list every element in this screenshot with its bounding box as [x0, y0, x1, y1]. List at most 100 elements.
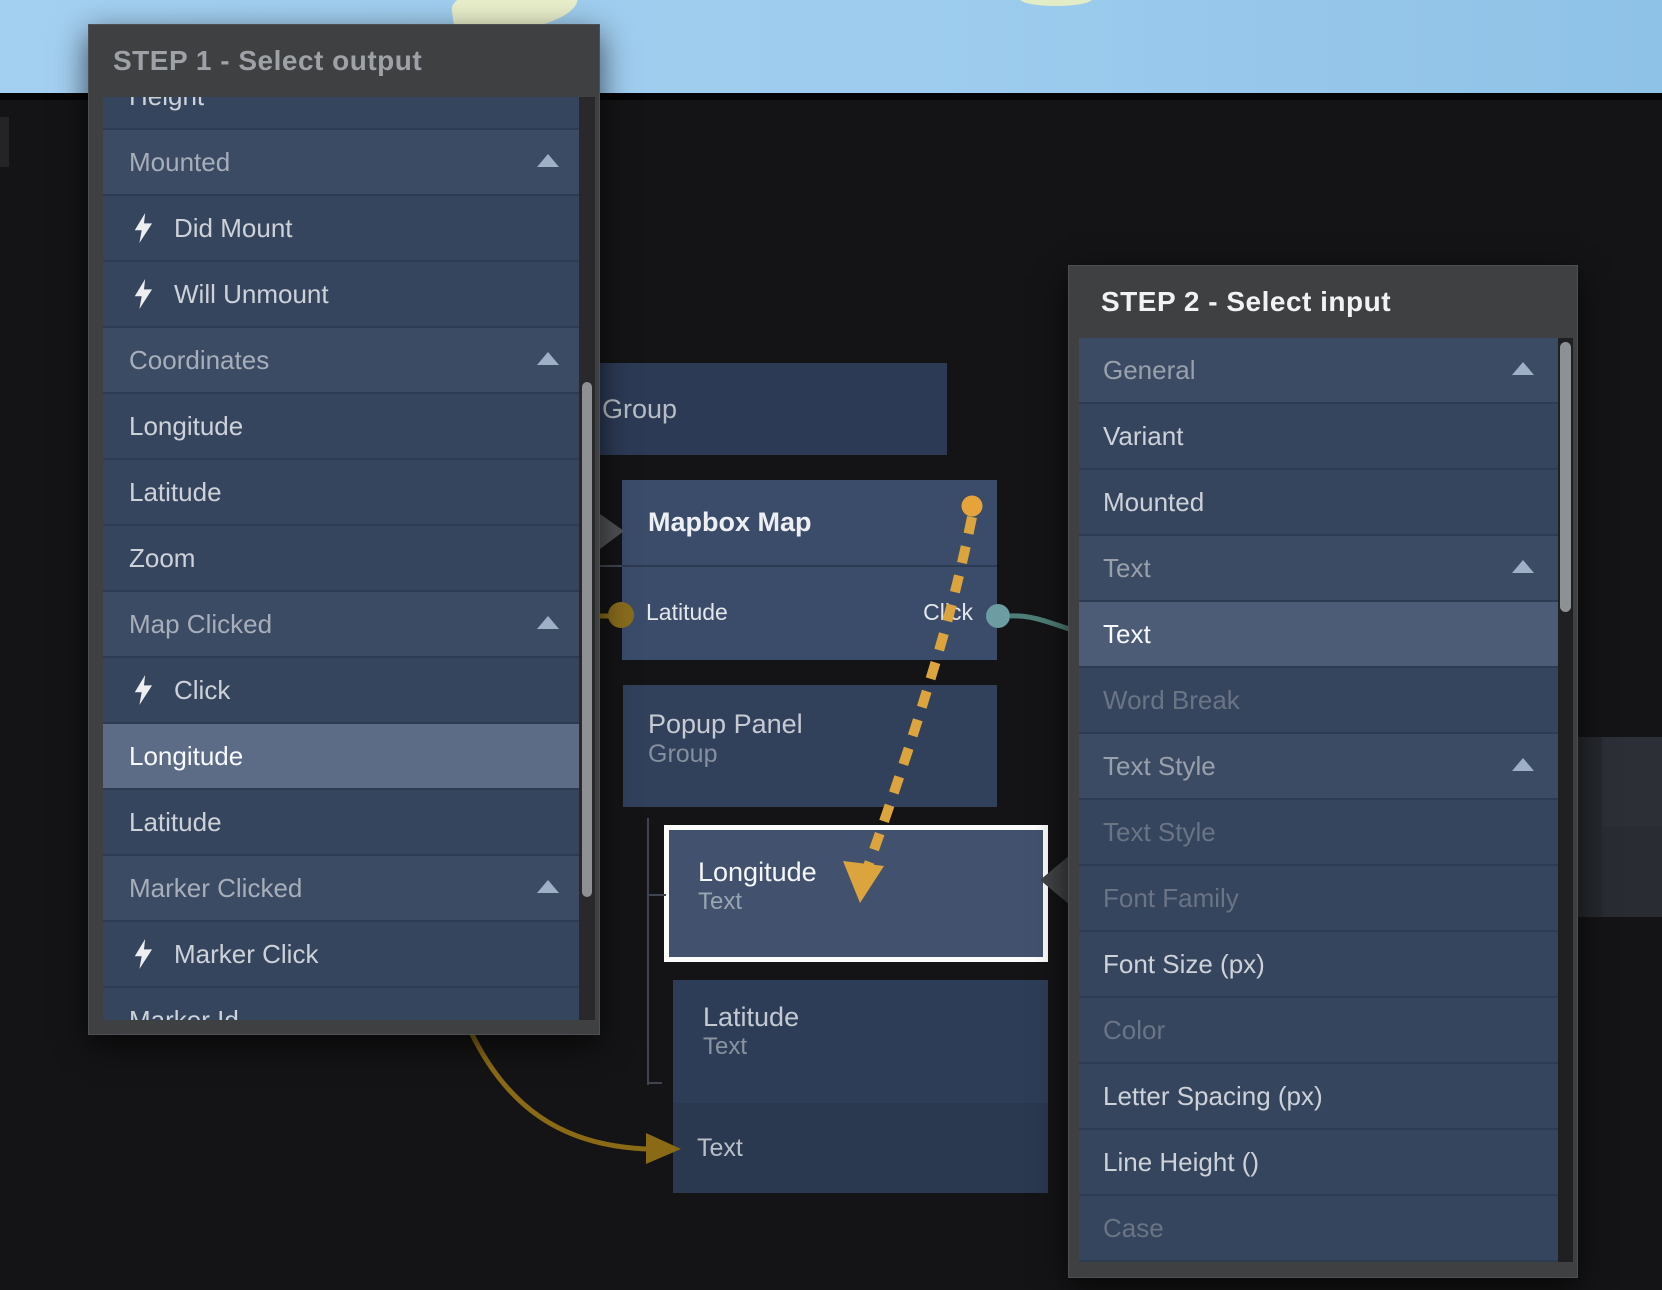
node-mapbox-header: Mapbox Map: [622, 480, 997, 567]
step1-scrollbar-track: [579, 97, 595, 1020]
step2-option-label: Text Style: [1103, 817, 1216, 847]
step1-option-longitude[interactable]: Longitude: [103, 724, 579, 790]
step1-option-will-unmount[interactable]: Will Unmount: [103, 262, 579, 328]
step1-option-label: Latitude: [129, 477, 222, 507]
step1-popup-header: STEP 1 - Select output: [89, 25, 599, 97]
node-longitude-selected[interactable]: Longitude Text: [664, 825, 1048, 962]
step2-option-case: Case: [1079, 1196, 1558, 1262]
step2-option-label: Font Family: [1103, 883, 1239, 913]
step1-option-did-mount[interactable]: Did Mount: [103, 196, 579, 262]
step2-option-label: Line Height (): [1103, 1147, 1260, 1177]
step2-option-label: Text: [1103, 553, 1151, 583]
step2-option-label: Case: [1103, 1213, 1164, 1243]
node-text[interactable]: Text: [673, 1103, 1048, 1193]
step1-option-label: Zoom: [129, 543, 196, 573]
step2-scrollbar-track: [1558, 338, 1573, 1262]
node-group[interactable]: Group: [560, 363, 947, 455]
step1-option-label: Click: [174, 675, 231, 705]
step2-option-font-size-px[interactable]: Font Size (px): [1079, 932, 1558, 998]
step2-option-letter-spacing-px[interactable]: Letter Spacing (px): [1079, 1064, 1558, 1130]
step2-option-line-height[interactable]: Line Height (): [1079, 1130, 1558, 1196]
step2-option-label: Color: [1103, 1015, 1166, 1045]
step1-option-zoom[interactable]: Zoom: [103, 526, 579, 592]
collapse-chevron-icon[interactable]: [537, 616, 559, 629]
collapse-chevron-icon[interactable]: [1512, 560, 1534, 573]
step1-option-label: Mounted: [129, 147, 231, 177]
step2-option-variant[interactable]: Variant: [1079, 404, 1558, 470]
node-mapbox-ports: Latitude Click: [622, 567, 997, 658]
step2-option-text[interactable]: Text: [1079, 536, 1558, 602]
node-latitude-title: Latitude: [703, 1002, 800, 1032]
step1-option-marker-clicked[interactable]: Marker Clicked: [103, 856, 579, 922]
node-popup-panel[interactable]: Popup Panel Group: [623, 685, 997, 807]
step2-option-font-family: Font Family: [1079, 866, 1558, 932]
step2-option-label: Variant: [1103, 421, 1184, 451]
step2-option-label: Mounted: [1103, 487, 1205, 517]
step1-option-label: Marker Click: [174, 939, 319, 969]
step1-scrollbar-thumb[interactable]: [582, 382, 592, 897]
step2-option-label: Letter Spacing (px): [1103, 1081, 1323, 1111]
event-bolt-icon: [134, 213, 153, 243]
step2-popup-title: STEP 2 - Select input: [1101, 286, 1392, 317]
port-label-latitude[interactable]: Latitude: [646, 599, 728, 625]
step2-option-label: General: [1103, 355, 1196, 385]
node-mapbox-map[interactable]: Mapbox Map Latitude Click: [622, 480, 997, 660]
port-label-click[interactable]: Click: [923, 599, 973, 625]
collapse-chevron-icon[interactable]: [1512, 758, 1534, 771]
step1-option-marker-id[interactable]: Marker Id: [103, 988, 579, 1020]
collapse-chevron-icon[interactable]: [537, 880, 559, 893]
step2-option-color: Color: [1079, 998, 1558, 1064]
collapse-chevron-icon[interactable]: [537, 154, 559, 167]
event-bolt-icon: [134, 939, 153, 969]
step1-option-label: Map Clicked: [129, 609, 273, 639]
pending-connection-wire: [466, 1026, 649, 1152]
background-panel-fragment: [1578, 737, 1602, 917]
step1-option-label: Did Mount: [174, 213, 293, 243]
incoming-connection-arrow-icon: [600, 514, 624, 549]
step2-option-label: Text: [1103, 619, 1151, 649]
step2-option-label: Font Size (px): [1103, 949, 1265, 979]
step1-option-label: Longitude: [129, 411, 244, 441]
step1-option-label: Longitude: [129, 741, 244, 771]
node-latitude[interactable]: Latitude Text: [673, 980, 1048, 1103]
step2-scrollbar-thumb[interactable]: [1560, 342, 1571, 612]
step1-option-mounted[interactable]: Mounted: [103, 130, 579, 196]
node-text-title: Text: [697, 1133, 743, 1162]
event-bolt-icon: [134, 279, 153, 309]
step2-option-text[interactable]: Text: [1079, 602, 1558, 668]
step2-option-text-style[interactable]: Text Style: [1079, 734, 1558, 800]
step2-option-label: Text Style: [1103, 751, 1216, 781]
step1-option-longitude[interactable]: Longitude: [103, 394, 579, 460]
step1-option-click[interactable]: Click: [103, 658, 579, 724]
step2-option-word-break: Word Break: [1079, 668, 1558, 734]
step1-option-coordinates[interactable]: Coordinates: [103, 328, 579, 394]
step2-option-mounted[interactable]: Mounted: [1079, 470, 1558, 536]
step1-select-output-popup: STEP 1 - Select output HeightMountedDid …: [88, 24, 600, 1035]
step2-option-label: Word Break: [1103, 685, 1240, 715]
node-popup-subtitle: Group: [648, 740, 718, 768]
step1-option-latitude[interactable]: Latitude: [103, 790, 579, 856]
collapse-chevron-icon[interactable]: [1512, 362, 1534, 375]
step2-option-text-style: Text Style: [1079, 800, 1558, 866]
collapse-chevron-icon[interactable]: [537, 352, 559, 365]
node-group-title: Group: [602, 393, 678, 424]
step1-option-height[interactable]: Height: [103, 97, 579, 130]
node-longitude-title: Longitude: [698, 857, 817, 887]
step1-option-label: Will Unmount: [174, 279, 329, 309]
step2-option-general[interactable]: General: [1079, 338, 1558, 404]
node-popup-title: Popup Panel: [648, 709, 803, 739]
map-land-shape: [1020, 0, 1092, 6]
step1-option-map-clicked[interactable]: Map Clicked: [103, 592, 579, 658]
step1-option-latitude[interactable]: Latitude: [103, 460, 579, 526]
sidebar-edge-tab[interactable]: [0, 117, 9, 167]
step1-option-label: Latitude: [129, 807, 222, 837]
step1-option-label: Marker Id: [129, 1005, 239, 1020]
step1-option-label: Coordinates: [129, 345, 270, 375]
step1-option-label: Marker Clicked: [129, 873, 303, 903]
step1-option-marker-click[interactable]: Marker Click: [103, 922, 579, 988]
step1-option-label: Height: [129, 97, 579, 128]
node-mapbox-title: Mapbox Map: [648, 507, 812, 537]
